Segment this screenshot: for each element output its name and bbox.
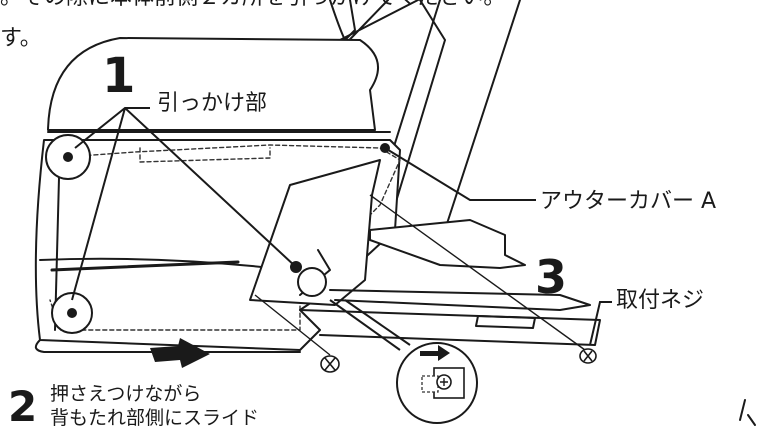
screw-label: 取付ネジ	[616, 288, 705, 313]
slide-arrow-icon	[150, 338, 210, 368]
step-plate	[369, 219, 526, 269]
screw-leader	[589, 301, 612, 346]
drawer-slot	[475, 315, 536, 329]
zoom-lines	[329, 299, 411, 351]
backrest-outline	[329, 0, 446, 206]
inner-dashed	[49, 144, 401, 331]
step-number-2: 2	[8, 382, 38, 431]
cover-leader	[384, 147, 536, 201]
slide-instruction-line-2: 背もたれ部側にスライド	[50, 407, 260, 429]
step-number-1: 1	[102, 48, 136, 104]
step-number-3: 3	[535, 250, 568, 304]
hook-leader	[71, 107, 297, 301]
header-line-1: 。その際に本体前側２カ所を引っかけてください。	[0, 0, 505, 9]
hook-part-label: 引っかけ部	[157, 91, 268, 116]
hook-circle-mid	[297, 267, 327, 297]
screw-icon	[320, 348, 597, 373]
seat-top	[47, 37, 379, 131]
outer-cover-label: アウターカバー A	[540, 189, 717, 214]
slide-instruction-line-1: 押さえつけながら	[50, 383, 202, 405]
backrest-frame	[384, 0, 521, 246]
outer-cover-a	[249, 159, 381, 306]
right-arrow-icon	[420, 345, 450, 361]
header-line-2: す。	[0, 26, 42, 51]
screw-axis-left	[254, 294, 331, 356]
slide-instruction: 押さえつけながら 背もたれ部側にスライド	[50, 382, 259, 430]
screw-axis-right	[369, 194, 586, 351]
